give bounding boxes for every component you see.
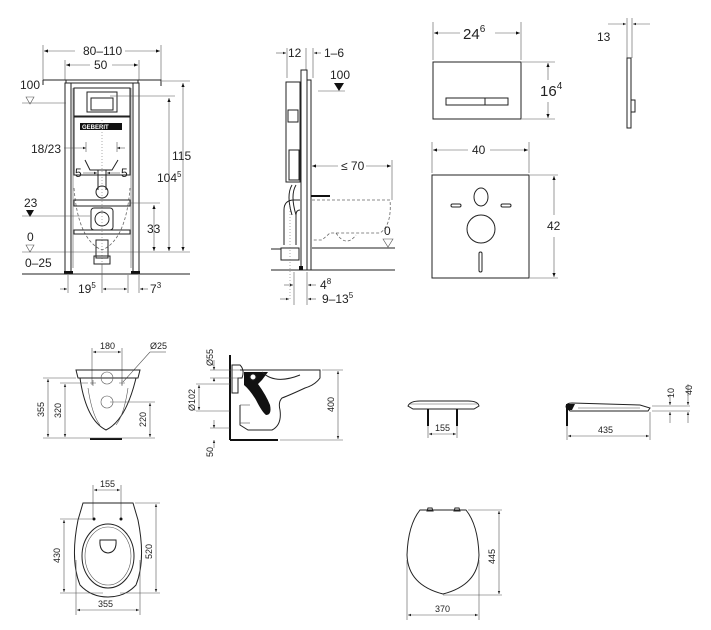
dim-top-length-bolts: 430 [52,548,62,563]
dim-lid-thickness: 10 [666,388,676,398]
seat-top-view: 445 370 [406,507,502,620]
bowl-top-view: 155 430 520 355 [52,479,160,615]
label-flush-height-side: 100 [330,68,350,82]
dim-bottom-right: 73 [150,281,162,296]
dim-top-length-total: 520 [144,544,154,559]
dim-mat-width: 40 [472,143,486,157]
frame-front-view: 80–110 50 GEBERIT 18/23 5 [20,44,191,296]
dim-total-thickness: 40 [684,385,694,395]
dim-plate-thickness: 13 [597,30,611,44]
dim-seat-top-length: 445 [487,549,497,564]
label-zero-left: 0 [27,230,34,244]
label-marker-23: 23 [24,196,38,210]
sound-mat-view: 40 42 [431,142,561,279]
dim-seat-length: 435 [598,425,613,435]
dim-plate-width: 246 [463,24,486,43]
bowl-side-view: Ø55 Ø102 50 400 [187,349,343,457]
dim-top-width: 355 [98,599,113,609]
dim-drain-height: 33 [147,222,161,236]
dim-rear-height-total: 355 [36,402,46,417]
label-zero-side: 0 [384,224,391,238]
dim-inner-width: 50 [94,58,108,72]
label-flush-height: 100 [20,78,40,92]
dim-wall-depth: 9–135 [322,291,354,306]
brand-logo: GEBERIT [82,125,109,131]
dim-bottom-left: 195 [78,281,96,296]
frame-side-view: 12 1–6 100 ≤ 70 0 [271,46,395,306]
dim-outer-width: 80–110 [83,44,122,58]
dim-bowl-height: 400 [326,397,336,412]
seat-side-view: 435 10 40 [565,384,694,440]
dim-seat-top-width: 370 [435,604,450,614]
seat-rear-view: 155 [407,400,480,438]
dim-max-projection: ≤ 70 [341,159,365,173]
dim-inlet-diameter: Ø55 [205,349,215,366]
dim-bolt-diameter: Ø25 [150,341,167,351]
dim-hinge-spacing: 155 [435,423,450,433]
dim-pipe-offset: 48 [320,277,332,292]
bowl-rear-view: 180 Ø25 355 320 220 [36,341,167,440]
dim-frame-height: 1045 [157,170,182,185]
dim-bottom-offset: 50 [205,447,215,457]
dim-mat-height: 42 [547,219,561,233]
dim-pipe-spacing: 18/23 [31,142,61,156]
dim-outlet-diameter: Ø102 [187,389,197,411]
dim-offset-left: 5 [75,166,82,180]
dim-offset-right: 5 [121,166,128,180]
dim-rear-bolt-spacing: 180 [100,341,115,351]
dim-top-bolt-spacing: 155 [100,479,115,489]
dim-wall-gap: 1–6 [324,46,344,60]
dim-total-height: 115 [172,149,191,163]
flush-plate-view: 246 164 13 [432,18,650,129]
dim-depth: 12 [288,46,302,60]
dim-plate-height: 164 [540,81,563,100]
label-floor-adjust: 0–25 [25,256,52,270]
dim-rear-height-bolts: 320 [53,403,63,418]
dim-rear-outlet-height: 220 [138,412,148,427]
